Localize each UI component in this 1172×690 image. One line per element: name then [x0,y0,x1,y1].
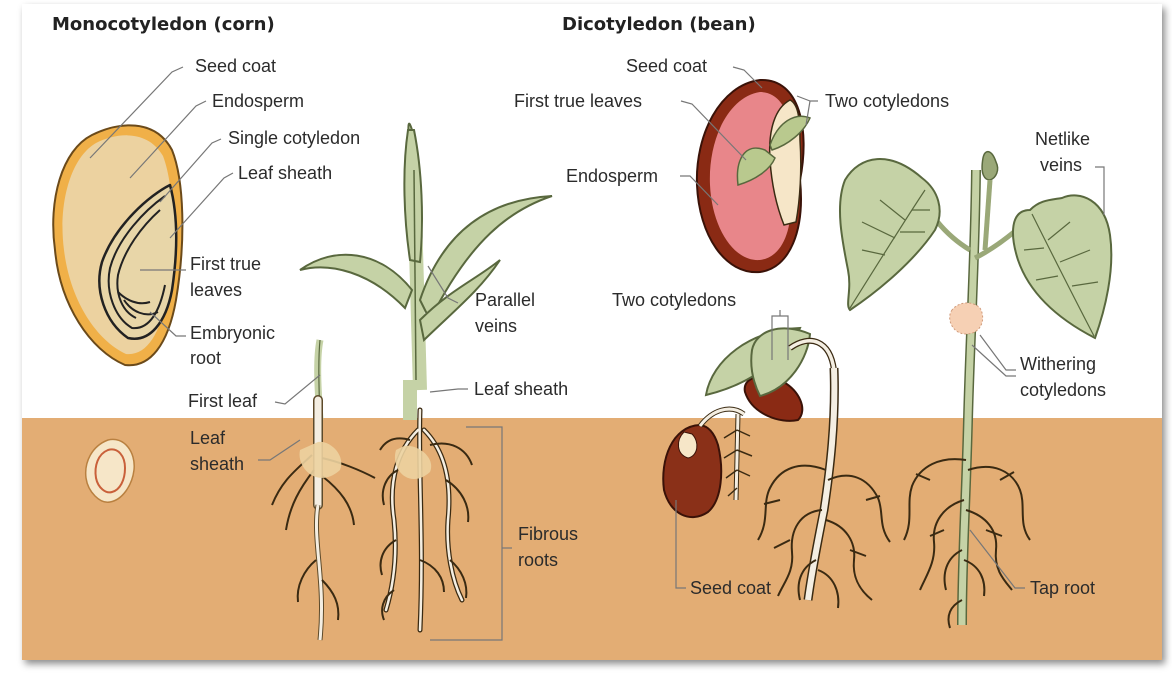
label-bean-seed-coat: Seed coat [626,56,708,76]
label-endosperm: Endosperm [212,91,305,111]
label-single-cotyledon: Single cotyledon [228,128,361,148]
soil-band [22,418,1162,660]
corn-seed-in-soil [84,438,135,503]
bean-seedling-cotyledons [704,326,891,609]
label-withering-cotyledons-2: cotyledons [1020,380,1107,400]
bean-seed [695,78,811,274]
label-leaf-sheath-soil-2: sheath [190,454,245,474]
label-embryonic-root-1: Embryonic [190,323,276,343]
label-fibrous-roots-1: Fibrous [518,524,579,544]
dicot-heading: Dicotyledon (bean) [562,14,756,35]
label-first-true-leaves-1: First true [190,254,262,274]
label-fibrous-roots-2: roots [518,550,559,570]
bean-germinating [662,406,753,518]
corn-plant [299,122,553,633]
label-leaf-sheath-seed: Leaf sheath [238,163,333,183]
label-netlike-veins-2: veins [1040,155,1083,175]
label-withering-cotyledons-1: Withering [1020,354,1097,374]
label-leaf-sheath-plant: Leaf sheath [474,379,569,399]
label-bean-endosperm: Endosperm [566,166,659,186]
label-first-leaf: First leaf [188,391,258,411]
label-parallel-veins-2: veins [475,316,518,336]
label-netlike-veins-1: Netlike [1035,129,1091,149]
label-first-true-leaves-2: leaves [190,280,243,300]
label-tap-root: Tap root [1030,578,1096,598]
label-two-cotyledons-seedling: Two cotyledons [612,290,737,310]
label-first-true-leaves: First true leaves [514,91,643,111]
label-parallel-veins-1: Parallel [475,290,536,310]
label-leaf-sheath-soil-1: Leaf [190,428,226,448]
fibrous-roots-bracket [430,426,512,641]
monocot-leader-lines [89,66,468,461]
corn-kernel [52,124,184,367]
label-embryonic-root-2: root [190,348,222,368]
label-two-cotyledons-seed: Two cotyledons [825,91,950,111]
two-cotyledons-bracket [771,310,789,360]
corn-seedling [271,339,376,641]
dicot-leader-lines [675,66,1105,589]
label-bean-seed-coat-soil: Seed coat [690,578,772,598]
label-seed-coat: Seed coat [195,56,277,76]
monocot-heading: Monocotyledon (corn) [52,14,275,35]
bean-plant [839,150,1113,629]
